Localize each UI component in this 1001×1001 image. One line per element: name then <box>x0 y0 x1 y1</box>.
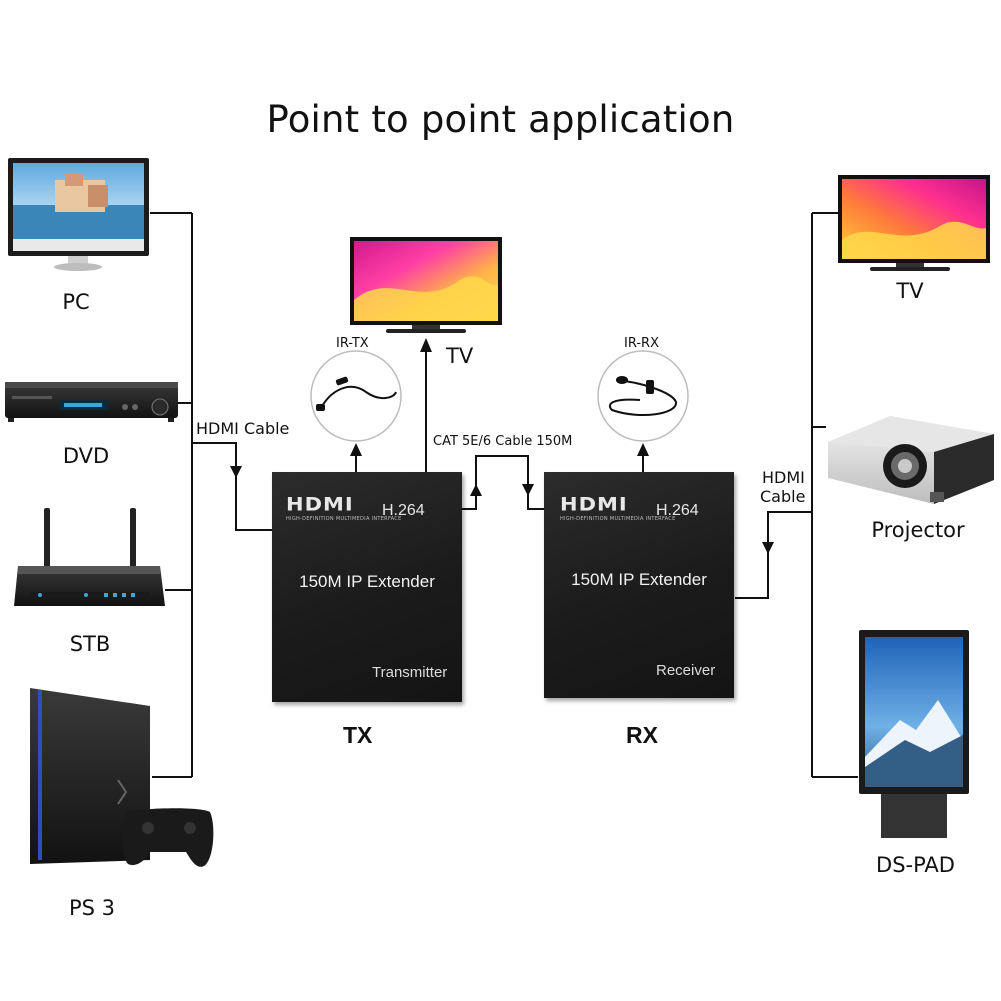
projector-icon <box>828 416 994 504</box>
right-tv-label: TV <box>896 279 924 303</box>
cat-arrow-up <box>470 484 482 496</box>
transmitter-box: HDMI HIGH-DEFINITION MULTIMEDIA INTERFAC… <box>272 472 462 702</box>
ir-tx-arrow <box>350 443 362 456</box>
rx-codec-label: H.264 <box>656 502 699 519</box>
right-hdmi-bus <box>811 212 858 778</box>
ir-rx-arrow <box>637 443 649 456</box>
ir-rx-icon <box>597 350 689 442</box>
left-hdmi-bus <box>150 212 272 778</box>
dvd-label: DVD <box>62 444 110 468</box>
right-hdmi-arrow <box>762 542 774 554</box>
tx-codec-label: H.264 <box>382 502 425 519</box>
local-tv-label: TV <box>446 344 474 368</box>
pc-label: PC <box>62 290 90 314</box>
ps3-label: PS 3 <box>68 896 116 920</box>
ps-console-icon <box>30 688 214 867</box>
middle-connections <box>355 350 812 599</box>
stb-label: STB <box>69 632 111 656</box>
cat-arrow-down <box>522 484 534 496</box>
rx-hdmi-sub: HIGH-DEFINITION MULTIMEDIA INTERFACE <box>560 516 676 522</box>
local-tv-icon <box>350 237 502 333</box>
dvd-player-icon <box>5 382 178 422</box>
receiver-box: HDMI HIGH-DEFINITION MULTIMEDIA INTERFAC… <box>544 472 734 698</box>
left-hdmi-arrow <box>230 466 242 478</box>
projector-label: Projector <box>871 518 965 542</box>
cat-cable-label: CAT 5E/6 Cable 150M <box>433 434 573 449</box>
local-tv-arrow <box>420 338 432 352</box>
ds-pad-icon <box>859 630 969 838</box>
tx-role-label: Transmitter <box>372 664 448 681</box>
rx-product-label: 150M IP Extender <box>571 570 707 589</box>
ds-pad-label: DS-PAD <box>876 853 955 877</box>
ir-tx-icon <box>310 350 402 442</box>
tx-caption: TX <box>343 722 373 748</box>
pc-monitor-icon <box>8 158 149 271</box>
rx-role-label: Receiver <box>656 662 716 679</box>
hdmi-cable-left-label: HDMI Cable <box>196 419 290 438</box>
right-tv-icon <box>838 175 990 271</box>
page-title: Point to point application <box>266 98 735 141</box>
tx-hdmi-sub: HIGH-DEFINITION MULTIMEDIA INTERFACE <box>286 516 402 522</box>
ir-rx-label: IR-RX <box>624 336 659 351</box>
tx-product-label: 150M IP Extender <box>299 572 435 591</box>
ir-tx-label: IR-TX <box>336 336 369 351</box>
stb-router-icon <box>14 508 165 606</box>
hdmi-cable-right-line1: HDMI <box>762 468 805 487</box>
hdmi-cable-right-line2: Cable <box>760 487 806 506</box>
tx-hdmi-logo: HDMI <box>286 493 354 515</box>
rx-hdmi-logo: HDMI <box>560 493 628 515</box>
rx-caption: RX <box>626 722 658 748</box>
